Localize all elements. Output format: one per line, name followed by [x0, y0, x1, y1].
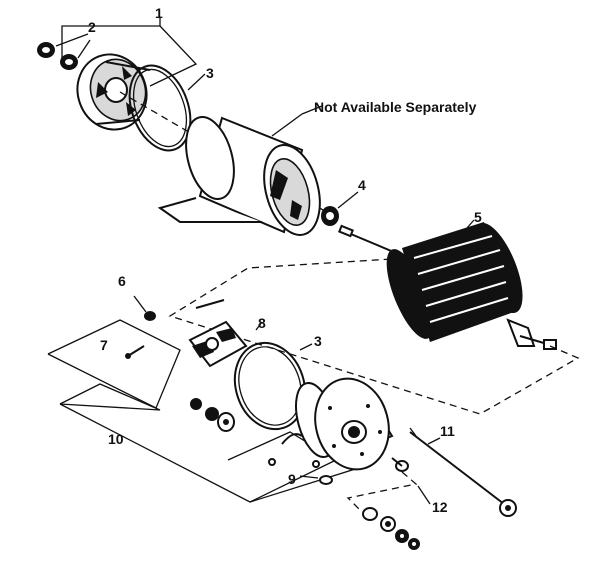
callout-3-lower: 3 — [314, 333, 322, 349]
callout-8: 8 — [258, 315, 266, 331]
part-5-armature — [338, 219, 557, 350]
part-3-o-ring-upper — [128, 64, 206, 152]
callout-2: 2 — [88, 19, 96, 35]
assembly-dashed-path — [168, 257, 580, 415]
callout-1: 1 — [155, 5, 163, 21]
part-8-o-ring — [233, 321, 313, 431]
lower-left-fasteners — [190, 398, 235, 432]
callout-10: 10 — [108, 431, 124, 447]
bracket-item-7 — [47, 319, 181, 409]
callout-6: 6 — [118, 273, 126, 289]
callout-12: 12 — [432, 499, 448, 515]
callout-11: 11 — [440, 423, 455, 439]
not-available-note: Not Available Separately — [314, 99, 477, 115]
callout-5: 5 — [474, 209, 482, 225]
part-4-washer — [321, 191, 359, 226]
part-2-nuts — [37, 33, 91, 70]
drive-end-cap — [281, 377, 394, 471]
callout-3-upper: 3 — [206, 65, 214, 81]
part-12-fasteners — [346, 457, 431, 550]
callout-9: 9 — [288, 471, 296, 487]
part-9-small-parts — [268, 458, 333, 485]
callout-4: 4 — [358, 177, 366, 193]
housing-frame — [157, 105, 323, 236]
brush-holder — [188, 299, 248, 368]
part-1-end-cap — [76, 53, 151, 131]
part-11-through-bolt — [409, 427, 517, 517]
callout-7: 7 — [100, 337, 108, 353]
bracket-item-1 — [61, 18, 198, 87]
part-6-screw — [133, 295, 156, 321]
